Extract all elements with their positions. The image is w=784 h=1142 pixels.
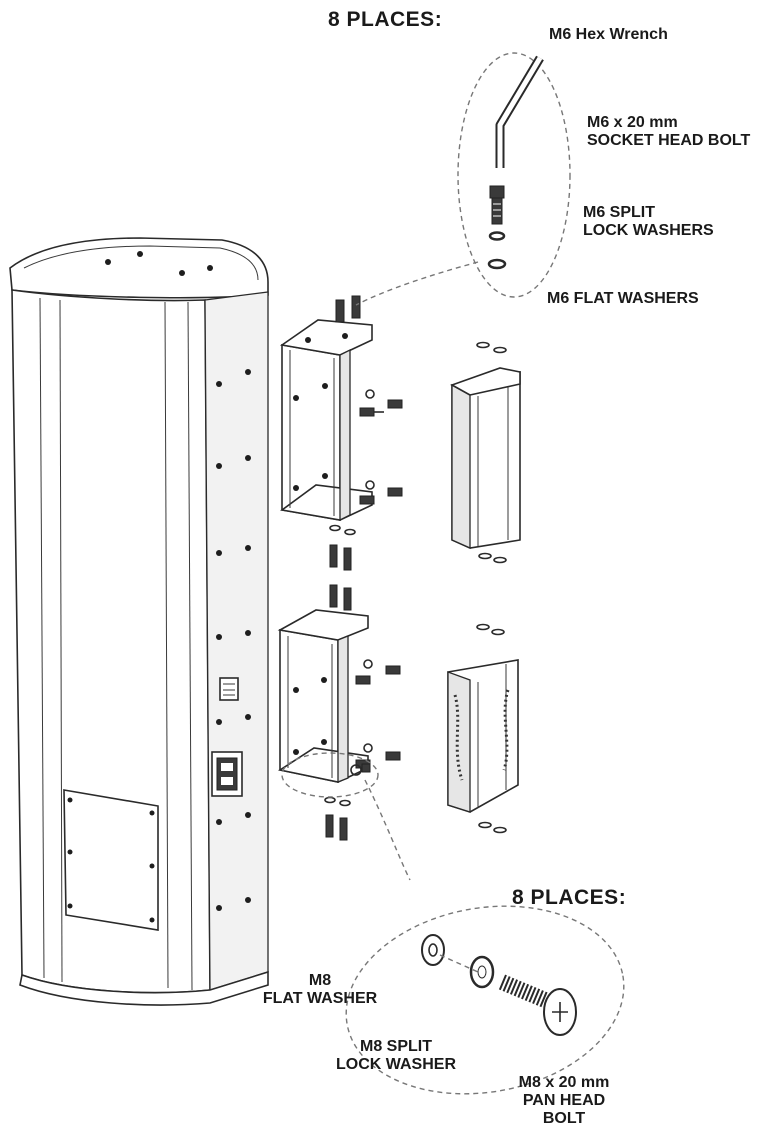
- m6-hardware-graphic: [487, 185, 507, 270]
- top-callout-ellipse: [355, 52, 571, 306]
- hex-wrench-graphic: [495, 55, 544, 168]
- upper-bracket-bolts: [335, 295, 403, 505]
- lower-channel-bracket: [447, 623, 519, 834]
- top-callout-title: 8 PLACES:: [328, 8, 443, 31]
- speaker-cabinet: [9, 237, 269, 1006]
- m6-socket-head-bolt-label: M6 x 20 mm SOCKET HEAD BOLT: [587, 114, 751, 149]
- m6-split-lock-washer-label: M6 SPLIT LOCK WASHERS: [583, 204, 714, 239]
- m8-pan-head-bolt-label: M8 x 20 mm PAN HEAD BOLT: [518, 1074, 610, 1127]
- middle-bolts: [329, 524, 356, 611]
- upper-channel-bracket: [450, 341, 521, 564]
- m6-flat-washer-label: M6 FLAT WASHERS: [547, 290, 699, 307]
- m8-hardware-graphic: [421, 934, 577, 1036]
- bottom-callout-title: 8 PLACES:: [512, 886, 627, 909]
- callout-source-bolt: [350, 763, 371, 776]
- lower-u-bracket: [277, 609, 369, 783]
- bottom-callout-ellipse: [281, 752, 625, 1095]
- m8-split-lock-washer-label: M8 SPLIT LOCK WASHER: [336, 1038, 456, 1073]
- m6-hex-wrench-label: M6 Hex Wrench: [549, 26, 668, 43]
- upper-u-bracket: [279, 319, 373, 522]
- m8-flat-washer-label: M8 FLAT WASHER: [262, 972, 378, 1007]
